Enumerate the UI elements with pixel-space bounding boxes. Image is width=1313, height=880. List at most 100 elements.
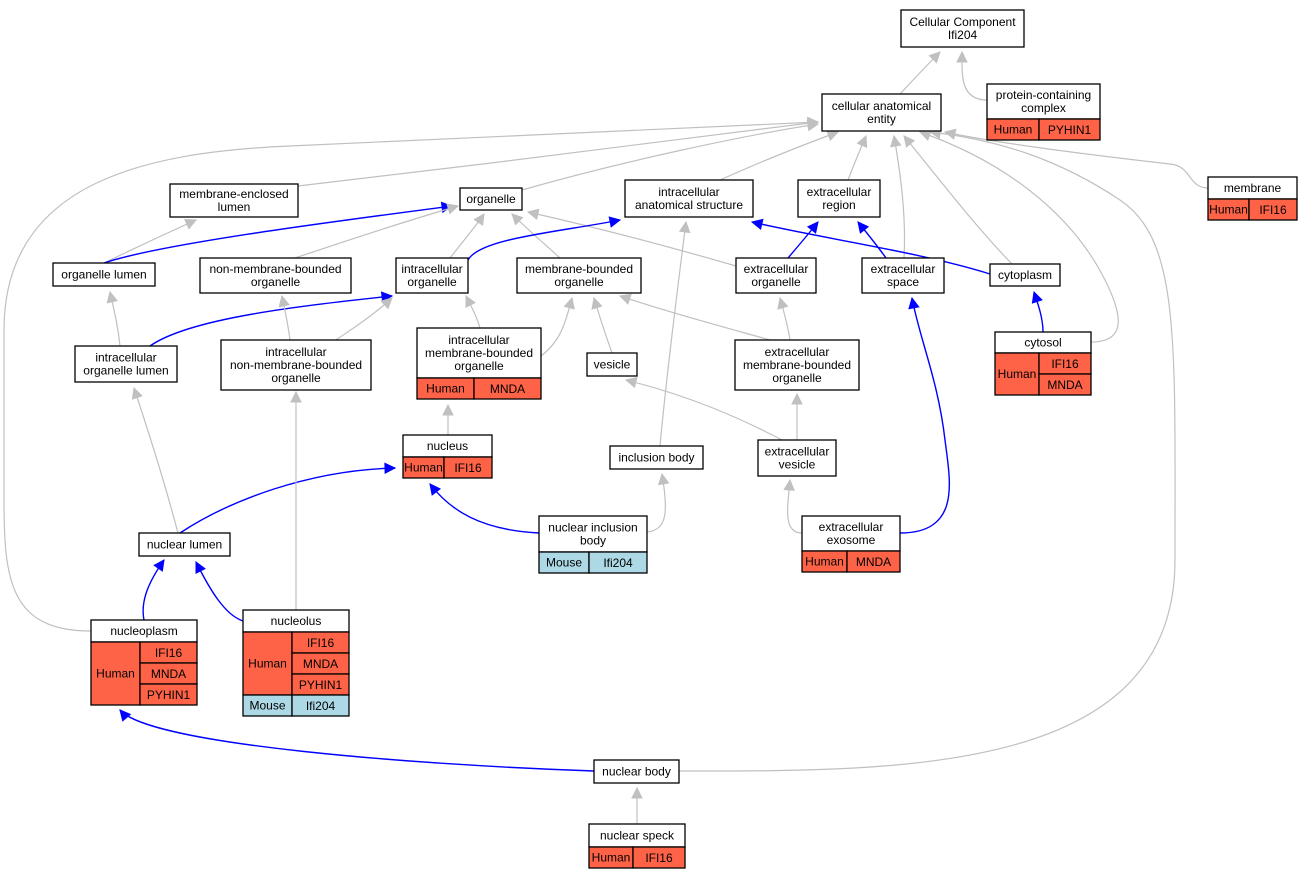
edge-nucleolus-to-nuclear-lumen <box>195 561 244 622</box>
edge-line <box>527 211 737 267</box>
edge-nuclear-speck-to-nuclear-body <box>631 786 643 824</box>
node-title-box <box>593 759 680 784</box>
gene-cell <box>1248 198 1298 221</box>
gene-label: PYHIN1 <box>299 678 343 692</box>
gene-label: Ifi204 <box>603 556 633 570</box>
node-organelle[interactable]: organelle <box>459 187 523 211</box>
node-title-box <box>538 515 648 553</box>
node-label: organelle <box>751 275 801 289</box>
edge-line <box>195 561 244 622</box>
gene-label: Ifi204 <box>306 699 336 713</box>
edge-arrowhead <box>131 386 143 400</box>
edge-arrowhead <box>807 116 820 129</box>
node-label: Cellular Component <box>909 15 1016 29</box>
edge-line <box>625 379 783 441</box>
node-label: cytosol <box>1024 336 1061 350</box>
edge-intracellular-membrane-bounded-organelle-to-membrane-bounded-organelle <box>540 296 575 357</box>
node-label: organelle <box>772 371 822 385</box>
edge-nucleoplasm-to-nuclear-lumen <box>142 559 165 621</box>
node-label: extracellular <box>871 262 936 276</box>
node-label: cellular anatomical <box>832 99 931 113</box>
node-organelle-lumen[interactable]: organelle lumen <box>52 262 156 287</box>
node-nuclear-lumen[interactable]: nuclear lumen <box>138 532 231 557</box>
gene-cell <box>846 550 901 573</box>
node-label: extracellular <box>819 520 884 534</box>
edge-arrowhead <box>465 295 476 308</box>
gene-cell <box>291 694 350 717</box>
edge-arrowhead <box>908 296 920 310</box>
edge-extracellular-exosome-to-extracellular-vesicle <box>783 478 803 534</box>
edge-extracellular-space-to-cellular-anatomical-entity <box>890 134 906 259</box>
node-label: organelle <box>454 359 504 373</box>
gene-label: IFI16 <box>454 461 482 475</box>
node-title-box <box>199 257 352 294</box>
edge-nuclear-lumen-to-intracellular-organelle-lumen <box>131 386 179 534</box>
edge-extracellular-membrane-bounded-organelle-to-membrane-bounded-organelle <box>618 293 771 341</box>
node-inclusion-body[interactable]: inclusion body <box>609 445 704 470</box>
edge-arrowhead <box>184 219 198 230</box>
node-label: intracellular <box>658 185 719 199</box>
species-label: Human <box>994 123 1033 137</box>
node-intracellular-membrane-bounded-organelle[interactable]: intracellularmembrane-boundedorganelleHu… <box>416 327 542 400</box>
node-label: space <box>887 275 919 289</box>
node-label: nucleus <box>427 439 468 453</box>
species-cell <box>90 641 141 706</box>
edge-intracellular-organelle-to-organelle <box>449 213 485 259</box>
node-label: vesicle <box>779 458 816 472</box>
species-label: Human <box>592 851 631 865</box>
node-label: non-membrane-bounded <box>209 262 341 276</box>
node-nuclear-body[interactable]: nuclear body <box>593 759 680 784</box>
gene-label: MNDA <box>303 657 338 671</box>
gene-label: MNDA <box>151 667 186 681</box>
edge-arrowhead <box>890 134 902 148</box>
edge-line <box>297 121 819 187</box>
edge-extracellular-vesicle-to-vesicle <box>624 376 783 441</box>
node-cytoplasm[interactable]: cytoplasm <box>989 263 1061 287</box>
node-title-box <box>416 327 542 379</box>
edge-arrowhead <box>429 483 442 496</box>
edge-arrowhead <box>857 221 870 234</box>
gene-label: IFI16 <box>307 636 335 650</box>
node-label: organelle <box>271 371 321 385</box>
node-vesicle[interactable]: vesicle <box>586 352 638 377</box>
edge-arrowhead <box>195 561 206 574</box>
edge-line <box>719 131 839 181</box>
node-label: organelle <box>466 192 516 206</box>
node-label: extracellular <box>765 345 830 359</box>
node-label: extracellular <box>807 185 872 199</box>
node-label: intracellular <box>95 351 156 365</box>
node-label: membrane <box>1224 181 1282 195</box>
node-title-box <box>989 263 1061 287</box>
gene-cell <box>473 377 542 400</box>
node-label: nuclear lumen <box>147 538 222 552</box>
edge-line <box>751 221 991 275</box>
edge-line <box>103 205 453 264</box>
gene-label: MNDA <box>1047 378 1082 392</box>
species-label: Human <box>998 367 1037 381</box>
node-intracellular-non-membrane-bounded-organelle[interactable]: intracellularnon-membrane-boundedorganel… <box>220 339 372 391</box>
node-label: membrane-bounded <box>425 346 533 360</box>
